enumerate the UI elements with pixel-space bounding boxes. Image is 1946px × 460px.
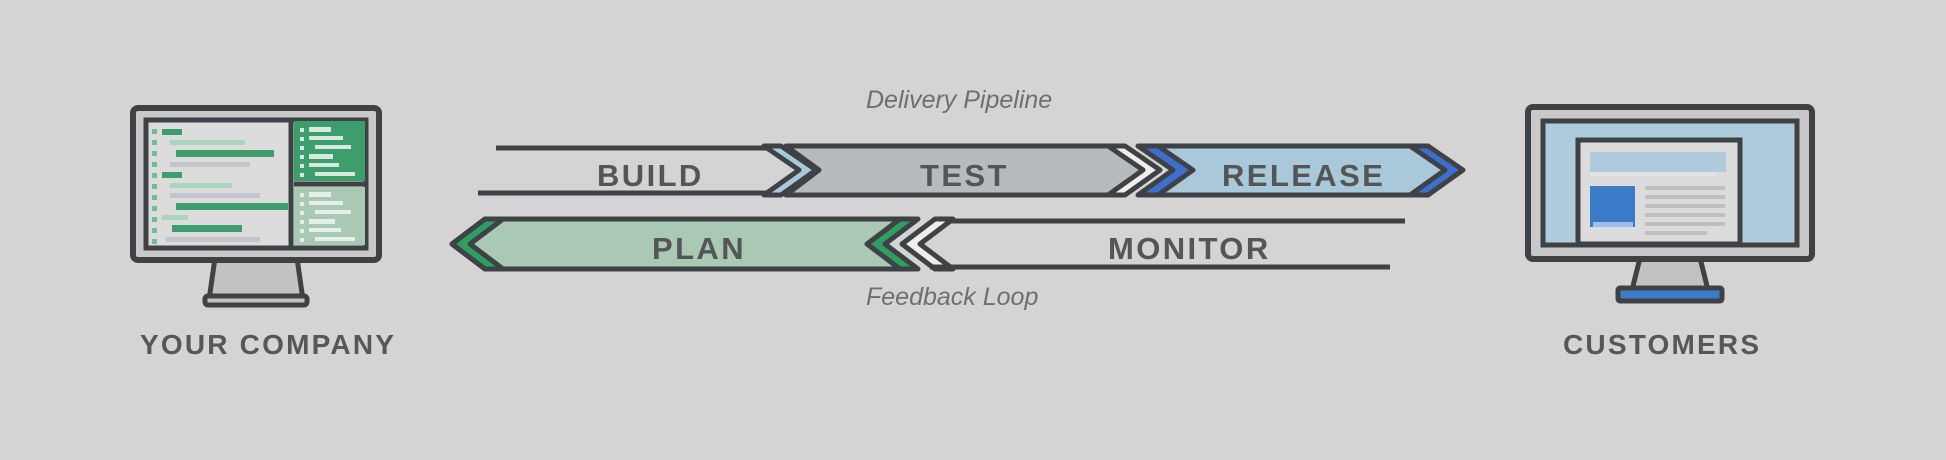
release-arrowhead-icon [1407,143,1466,198]
feedback-loop-caption: Feedback Loop [866,283,1039,311]
chevron-build-to-test-icon [761,143,819,198]
feedback-loop-band [449,216,1405,272]
plan-arrowhead-icon [449,216,506,272]
customers-monitor-icon [1525,104,1815,304]
chevron-test-to-release-blue-icon [1135,143,1196,198]
test-stage-shape[interactable] [783,143,1156,198]
plan-stage-shape[interactable] [449,216,903,272]
your-company-monitor-icon [130,105,382,308]
release-stage-shape[interactable] [1155,143,1464,198]
customers-label: CUSTOMERS [1563,329,1762,360]
chevron-test-to-release-white-icon [1105,143,1163,198]
delivery-pipeline-band [478,143,1466,198]
your-company-label: YOUR COMPANY [140,329,397,360]
delivery-pipeline-caption: Delivery Pipeline [866,86,1053,114]
chevron-monitor-to-plan-green-icon [864,216,921,272]
code-lines [152,129,288,244]
